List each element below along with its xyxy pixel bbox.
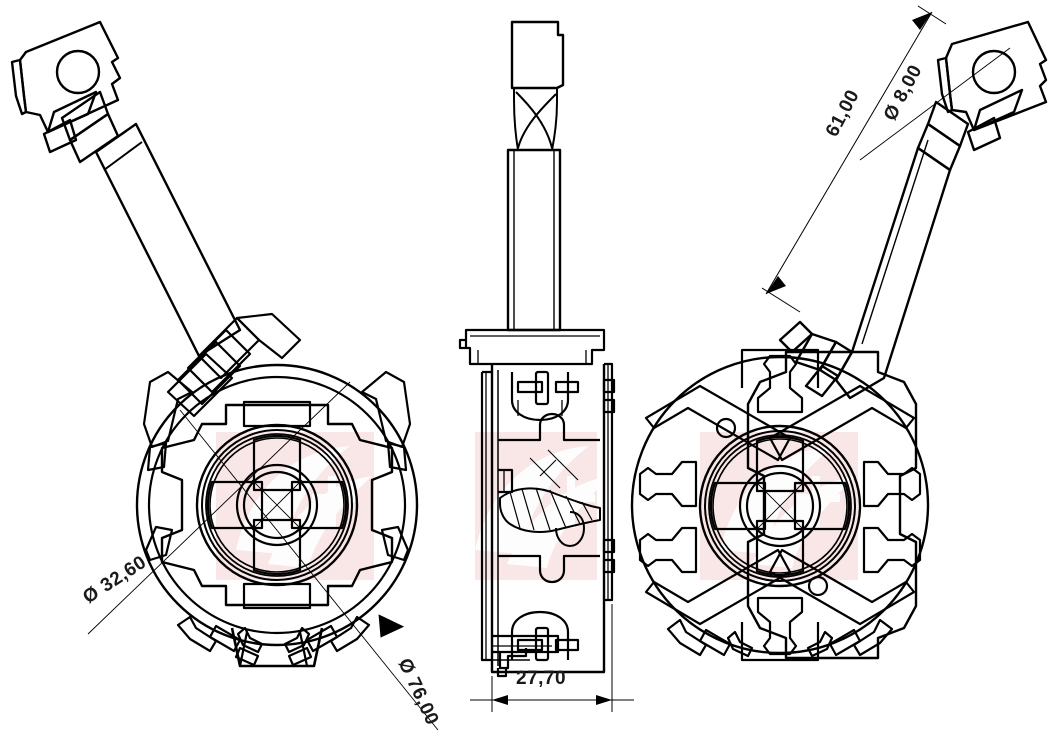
right-tab-hole xyxy=(971,49,1017,95)
dim-dia-76-00 xyxy=(179,409,439,731)
middle-terminal-blade xyxy=(510,20,565,90)
dim-len-61-00 xyxy=(761,5,947,313)
right-view xyxy=(630,20,1048,662)
left-hub-key-top xyxy=(242,400,312,428)
right-hub-ring-outer xyxy=(698,424,862,588)
left-center-marks xyxy=(251,479,303,531)
left-hub-ring-3 xyxy=(205,433,349,577)
ext-line-61-00-high xyxy=(917,5,947,25)
middle-center-notch xyxy=(498,412,600,584)
left-hub-windows xyxy=(206,434,348,576)
right-shaft xyxy=(778,100,970,400)
middle-body-profile xyxy=(480,364,606,674)
left-shaft xyxy=(60,90,242,358)
middle-flange xyxy=(458,328,606,366)
middle-foot xyxy=(492,634,560,678)
right-terminal-tab xyxy=(936,20,1048,152)
dim-dia-8-00 xyxy=(859,47,1011,161)
left-outer-rim xyxy=(135,363,419,647)
watermark-left xyxy=(216,432,374,580)
left-rim-tabs xyxy=(176,615,371,668)
middle-upper-body xyxy=(506,148,562,332)
left-terminal-tab xyxy=(10,20,122,154)
left-inner-rim xyxy=(147,375,407,635)
left-view xyxy=(10,20,419,668)
leader-line-76-00 xyxy=(179,409,439,731)
left-hub-carrier xyxy=(160,403,394,607)
right-hub-ring-3 xyxy=(708,434,852,578)
right-hub-windows xyxy=(709,435,851,577)
right-hub-ring-2 xyxy=(704,430,856,582)
right-center-marks xyxy=(756,482,804,530)
left-hub-ring-4 xyxy=(209,437,345,573)
right-hub-arms xyxy=(638,354,922,656)
left-hub-ring-inner xyxy=(242,470,312,540)
left-tab-hole xyxy=(55,49,101,95)
left-collar xyxy=(166,312,302,418)
right-rim-tabs xyxy=(666,618,894,658)
middle-view xyxy=(458,20,616,678)
dim-line-61-00 xyxy=(765,11,933,295)
right-hub-ring-mid xyxy=(738,464,822,548)
leader-line-8-00 xyxy=(859,47,1011,161)
middle-cutouts-upper xyxy=(510,370,580,422)
left-hub-key-bottom xyxy=(242,582,312,610)
right-hub-ring-inner xyxy=(745,471,815,541)
middle-hatched-section xyxy=(499,449,601,547)
leader-line-32-60 xyxy=(87,381,351,635)
dim-len-27-70 xyxy=(470,604,634,712)
right-locator-hole-top xyxy=(715,417,737,439)
right-hub-ring-4 xyxy=(712,438,848,574)
middle-cutouts-lower xyxy=(510,610,580,662)
middle-twist-section xyxy=(513,88,558,151)
right-housing-circle xyxy=(630,355,930,655)
right-housing-outline xyxy=(746,350,918,660)
left-hub-ring-mid xyxy=(235,463,319,547)
middle-right-rail xyxy=(602,362,616,602)
dim-dia-32-60 xyxy=(87,381,351,635)
left-hub-ring-2 xyxy=(201,429,353,581)
